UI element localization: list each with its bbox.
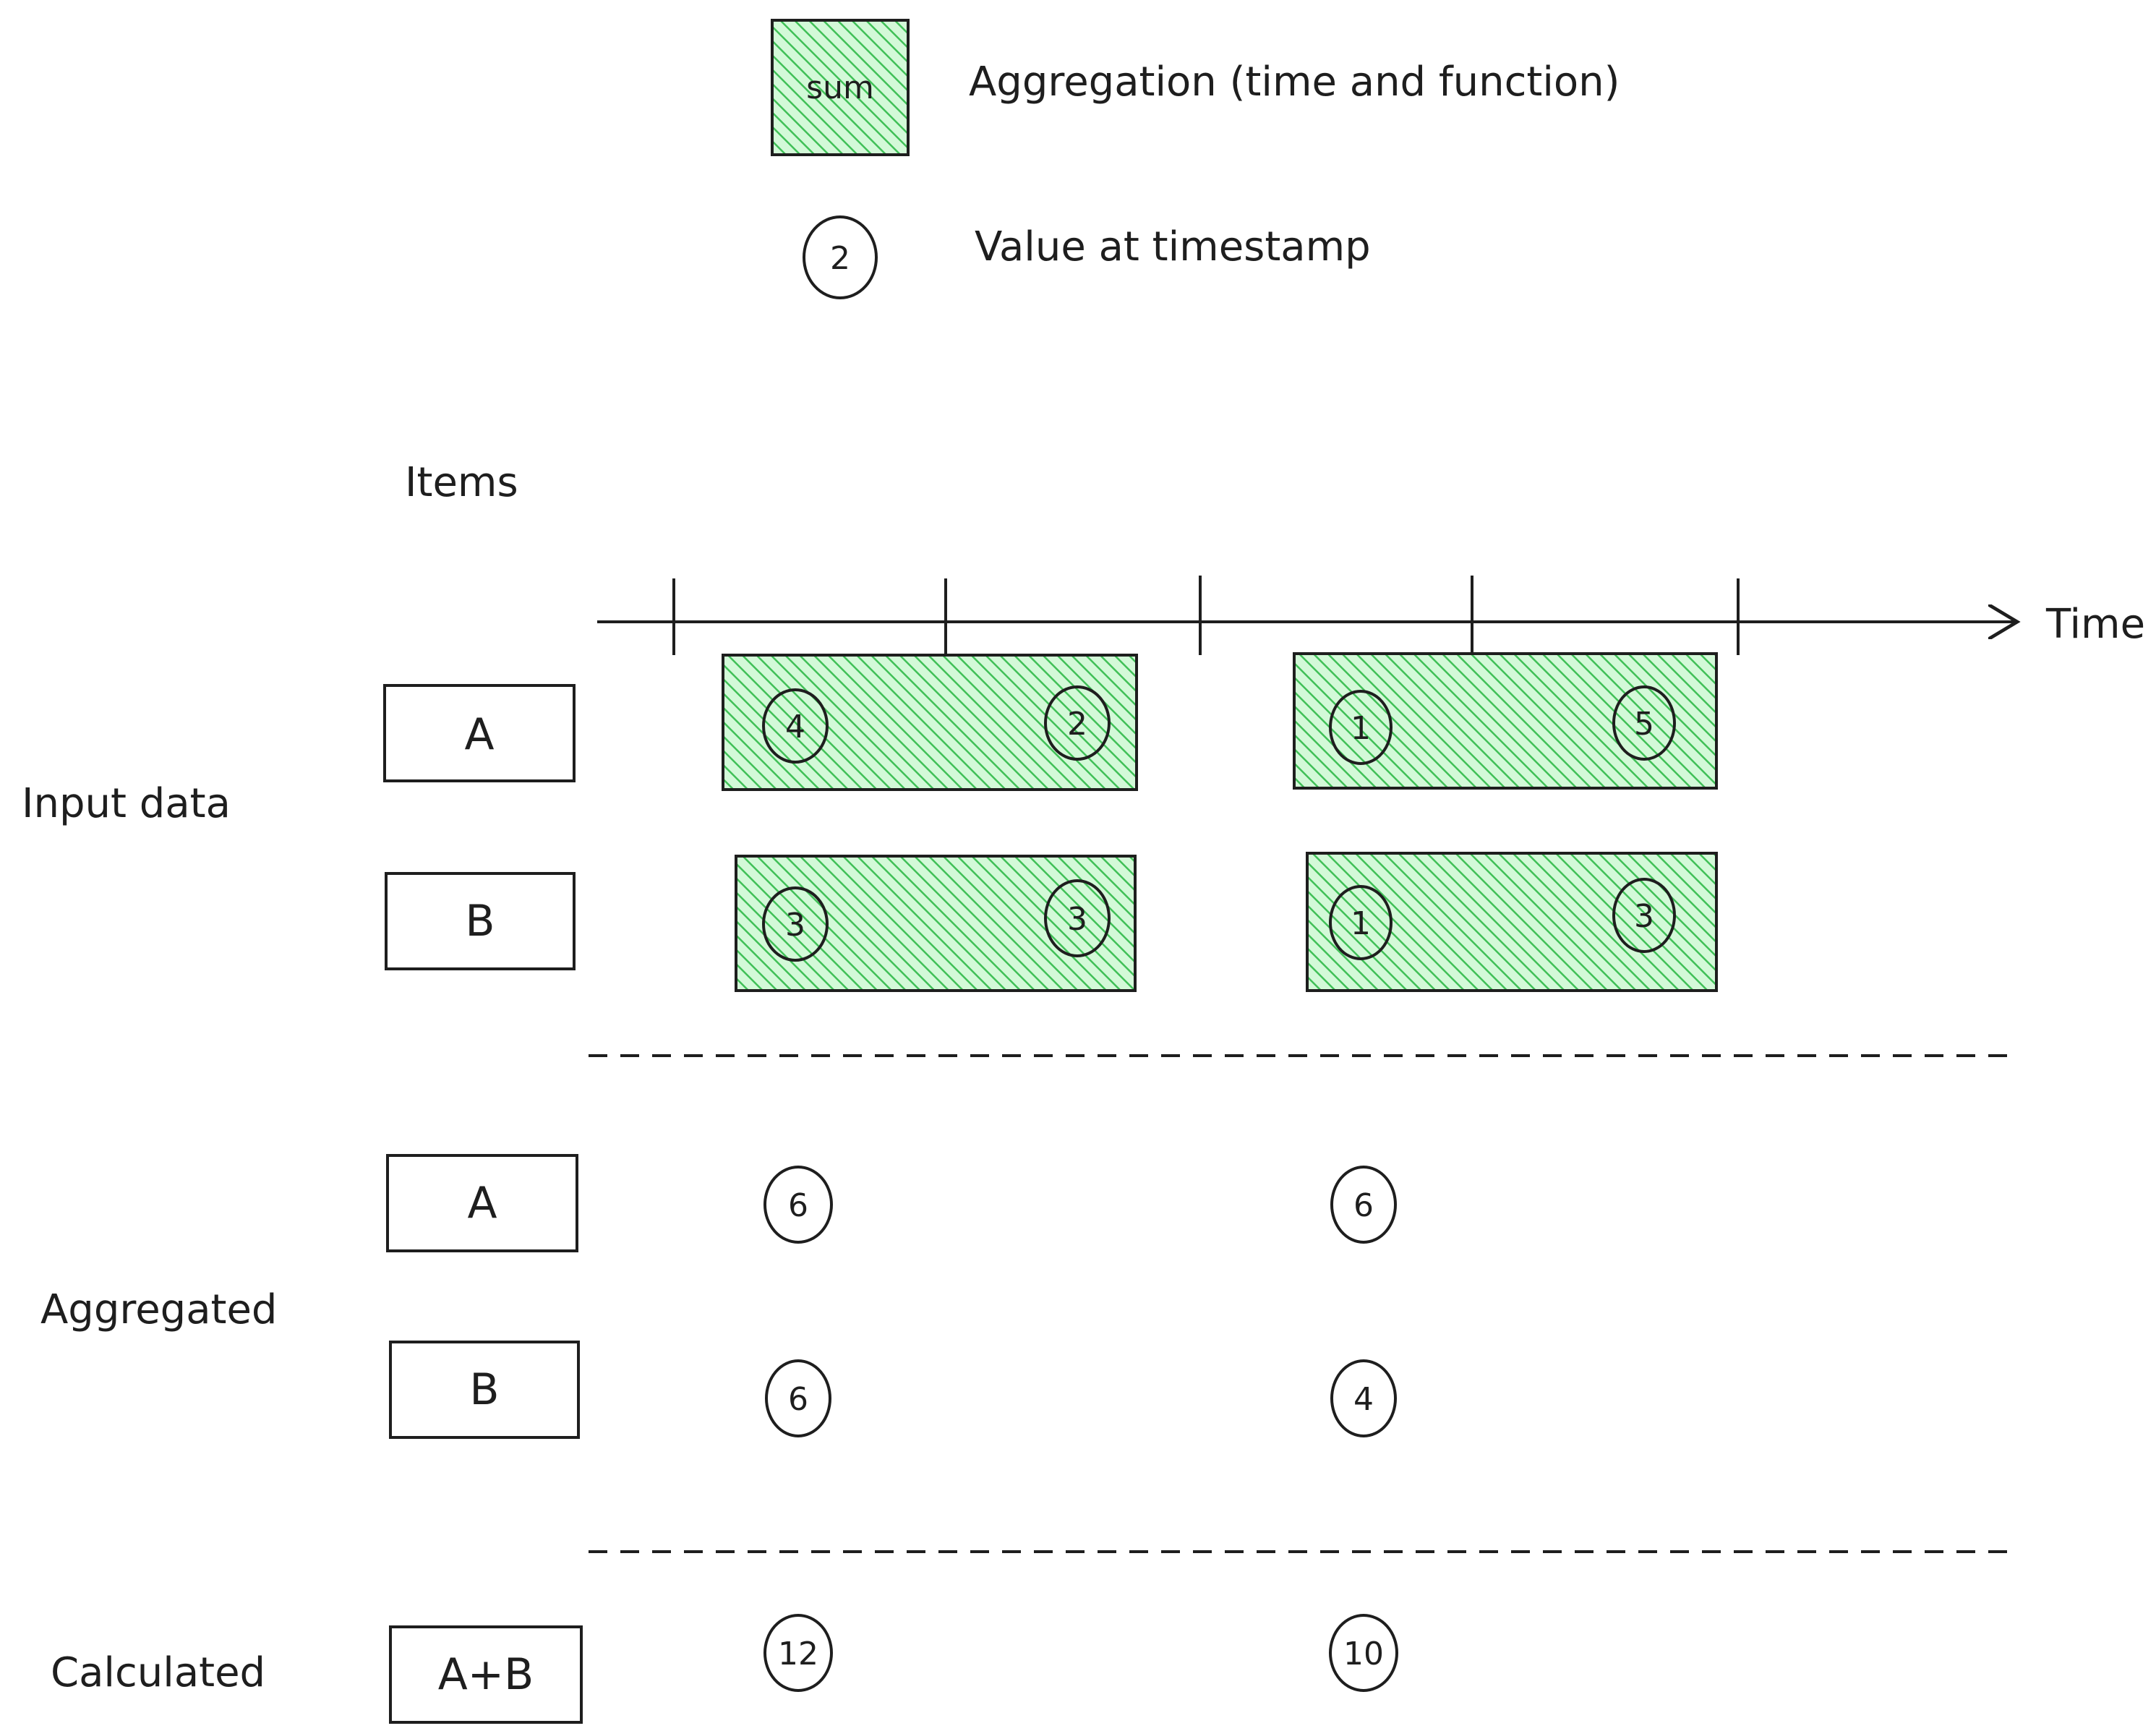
legend-value-desc: Value at timestamp (975, 223, 1371, 270)
time-axis-label: Time (2045, 601, 2145, 648)
item-box-a (386, 1154, 578, 1252)
value-label: 3 (1634, 898, 1654, 935)
value-label: 3 (785, 907, 805, 944)
value-label: 6 (788, 1381, 808, 1418)
aggregated-row-b: B 6 4 (389, 1341, 1397, 1439)
value-label: 4 (785, 709, 805, 745)
item-label-a: A (464, 709, 494, 760)
input-row-a: A 4 2 1 5 (383, 652, 1718, 791)
value-label: 6 (788, 1187, 808, 1224)
value-circle (1329, 690, 1393, 765)
legend-aggregation-box (771, 19, 910, 156)
input-row-b: B 3 3 1 3 (385, 852, 1718, 992)
legend-aggregation-box-label: sum (806, 69, 874, 106)
value-label: 12 (778, 1636, 818, 1672)
item-label-a: A (467, 1178, 497, 1228)
value-circle (1330, 1359, 1397, 1437)
item-box-b (385, 872, 576, 970)
value-circle (1330, 1166, 1397, 1244)
value-label: 6 (1353, 1187, 1374, 1224)
value-circle (1612, 685, 1676, 761)
calculated-row-a-plus-b: A+B 12 10 (389, 1614, 1398, 1724)
time-axis (597, 576, 2017, 655)
aggregation-window (735, 855, 1137, 992)
legend-aggregation-desc: Aggregation (time and function) (969, 59, 1620, 106)
value-label: 3 (1067, 901, 1087, 938)
item-box-a (383, 684, 576, 782)
aggregation-window (1293, 652, 1718, 790)
items-header: Items (405, 459, 518, 506)
item-box-a-plus-b (389, 1625, 583, 1724)
value-circle (762, 688, 829, 764)
item-label-b: B (469, 1364, 499, 1415)
item-box-b (389, 1341, 580, 1439)
section-label-input-data: Input data (22, 780, 231, 827)
legend: sum Aggregation (time and function) 2 Va… (771, 19, 1620, 299)
value-label: 1 (1351, 710, 1371, 747)
legend-value-circle-label: 2 (830, 240, 850, 277)
value-circle (1612, 878, 1676, 953)
section-label-aggregated: Aggregated (40, 1286, 277, 1333)
value-circle (1329, 1614, 1398, 1692)
value-circle (1044, 685, 1111, 761)
section-label-calculated: Calculated (51, 1649, 265, 1696)
value-circle (765, 1359, 831, 1437)
value-label: 10 (1343, 1636, 1384, 1672)
value-circle (1044, 879, 1111, 957)
value-circle (762, 886, 829, 962)
value-label: 5 (1634, 706, 1654, 743)
value-circle (763, 1166, 833, 1244)
aggregation-window (1306, 852, 1718, 992)
item-label-b: B (465, 896, 495, 946)
aggregated-row-a: A 6 6 (386, 1154, 1397, 1252)
value-circle (1329, 885, 1393, 960)
value-label: 2 (1067, 706, 1087, 743)
value-circle (763, 1614, 833, 1692)
value-label: 4 (1353, 1381, 1374, 1418)
aggregation-window (722, 654, 1138, 791)
value-label: 1 (1351, 905, 1371, 942)
item-label-a-plus-b: A+B (438, 1649, 534, 1700)
legend-value-circle (803, 215, 878, 299)
